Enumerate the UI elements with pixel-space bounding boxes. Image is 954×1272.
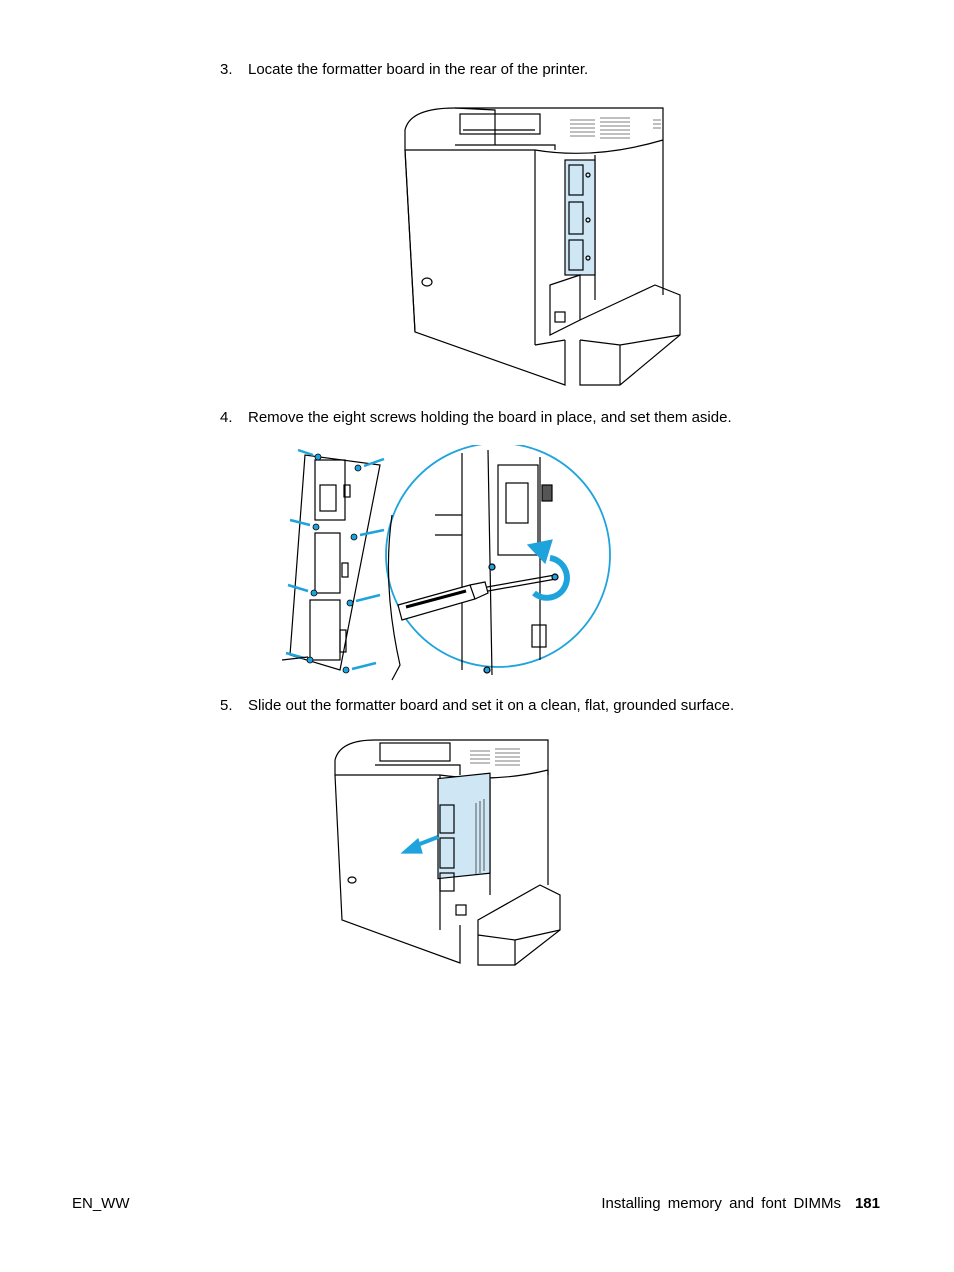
printer-rear-illustration [395,100,690,390]
step-number: 5. [220,697,233,714]
footer-section-title: Installing memory and font DIMMs [601,1195,841,1212]
step-text: Locate the formatter board in the rear o… [248,61,589,78]
step-text: Remove the eight screws holding the boar… [248,409,732,426]
step-number: 4. [220,409,233,426]
step-4: 4. Remove the eight screws holding the bo… [220,409,732,427]
page-number: 181 [854,1195,880,1212]
step-5: 5. Slide out the formatter board and set … [220,697,734,715]
slide-out-illustration [330,735,565,970]
screw-removal-illustration [280,445,620,690]
footer-language: EN_WW [72,1195,130,1212]
footer-section: Installing memory and font DIMMs 181 [601,1195,880,1213]
step-number: 3. [220,61,233,78]
step-3: 3. Locate the formatter board in the rear… [220,61,588,79]
step-text: Slide out the formatter board and set it… [248,697,735,714]
